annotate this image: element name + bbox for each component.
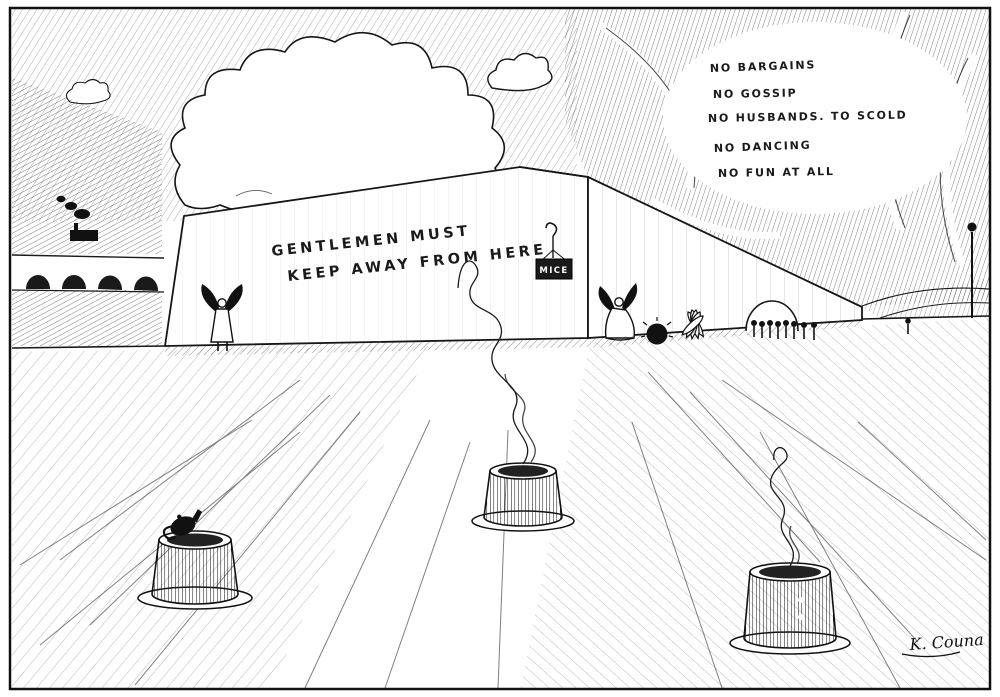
train — [56, 195, 98, 241]
tiny-cloud — [65, 78, 111, 105]
ground-shading-left — [12, 346, 430, 690]
sign-label: MICE — [539, 266, 568, 276]
bridge-base — [11, 289, 165, 293]
rule-line-3: NO HUSBANDS. TO SCOLD — [708, 109, 908, 125]
rules-light-zone — [663, 22, 967, 214]
ground-shading-right — [520, 318, 989, 690]
pot-left-interior — [167, 533, 223, 547]
wall-ridge — [519, 166, 589, 178]
small-cloud — [487, 52, 553, 92]
pot-right — [729, 446, 851, 655]
pot-right-body — [743, 571, 837, 649]
mice-sign: MICE — [535, 222, 573, 280]
pot-middle-body — [483, 470, 563, 527]
hill-contour-2 — [879, 302, 990, 319]
teapot-lid — [177, 514, 182, 519]
pot-left-body — [151, 539, 239, 605]
wall-right-texture — [588, 177, 862, 338]
train-chimney — [74, 223, 78, 231]
ground-line-right — [861, 315, 990, 320]
teapot-icon — [162, 509, 203, 540]
right-hills — [861, 278, 990, 319]
devil-left-wing — [598, 286, 615, 312]
wall-front-texture — [165, 167, 588, 346]
bridge-arches — [26, 275, 159, 291]
frame-border — [8, 6, 992, 691]
wall: GENTLEMEN MUST KEEP AWAY FROM HERE MICE — [163, 166, 863, 347]
rules-lettering: NO BARGAINS NO GOSSIP NO HUSBANDS. TO SC… — [708, 58, 908, 180]
pot-right-vent-1 — [797, 596, 805, 604]
angel-right-wing — [225, 284, 243, 312]
devil-right-wing — [622, 283, 638, 310]
teapot-handle — [162, 525, 177, 540]
hill-contour-1 — [861, 287, 990, 307]
pot-left — [137, 509, 253, 610]
seated-devil-figure — [598, 283, 638, 341]
ground — [11, 315, 990, 690]
devil-head — [614, 297, 624, 307]
ground-line-left — [11, 345, 166, 349]
pot-right-vent-2 — [797, 613, 805, 621]
rule-line-2: NO GOSSIP — [713, 87, 798, 101]
sign-hook-icon — [545, 222, 558, 237]
smoke-right — [769, 446, 800, 567]
standing-angel-figure — [201, 284, 243, 351]
train-body — [70, 230, 98, 241]
train-smoke — [56, 195, 90, 219]
clouds — [65, 31, 553, 215]
angel-left-wing — [201, 284, 219, 312]
sign-board — [535, 258, 573, 280]
angel-body — [210, 308, 234, 343]
rule-line-5: NO FUN AT ALL — [718, 165, 835, 180]
teapot-spout — [192, 509, 203, 523]
pot-middle — [457, 260, 575, 532]
lamp-post — [967, 222, 977, 318]
left-background — [11, 78, 165, 346]
angel-head — [217, 298, 227, 308]
lamp-globe-icon — [967, 222, 977, 232]
signature-flourish — [901, 651, 961, 658]
pot-right-interior — [759, 565, 821, 579]
rule-line-4: NO DANCING — [714, 139, 812, 155]
smoke-middle — [457, 260, 536, 465]
rule-line-1: NO BARGAINS — [710, 58, 817, 75]
pot-middle-interior — [498, 465, 548, 477]
bridge-parapet — [11, 254, 165, 259]
